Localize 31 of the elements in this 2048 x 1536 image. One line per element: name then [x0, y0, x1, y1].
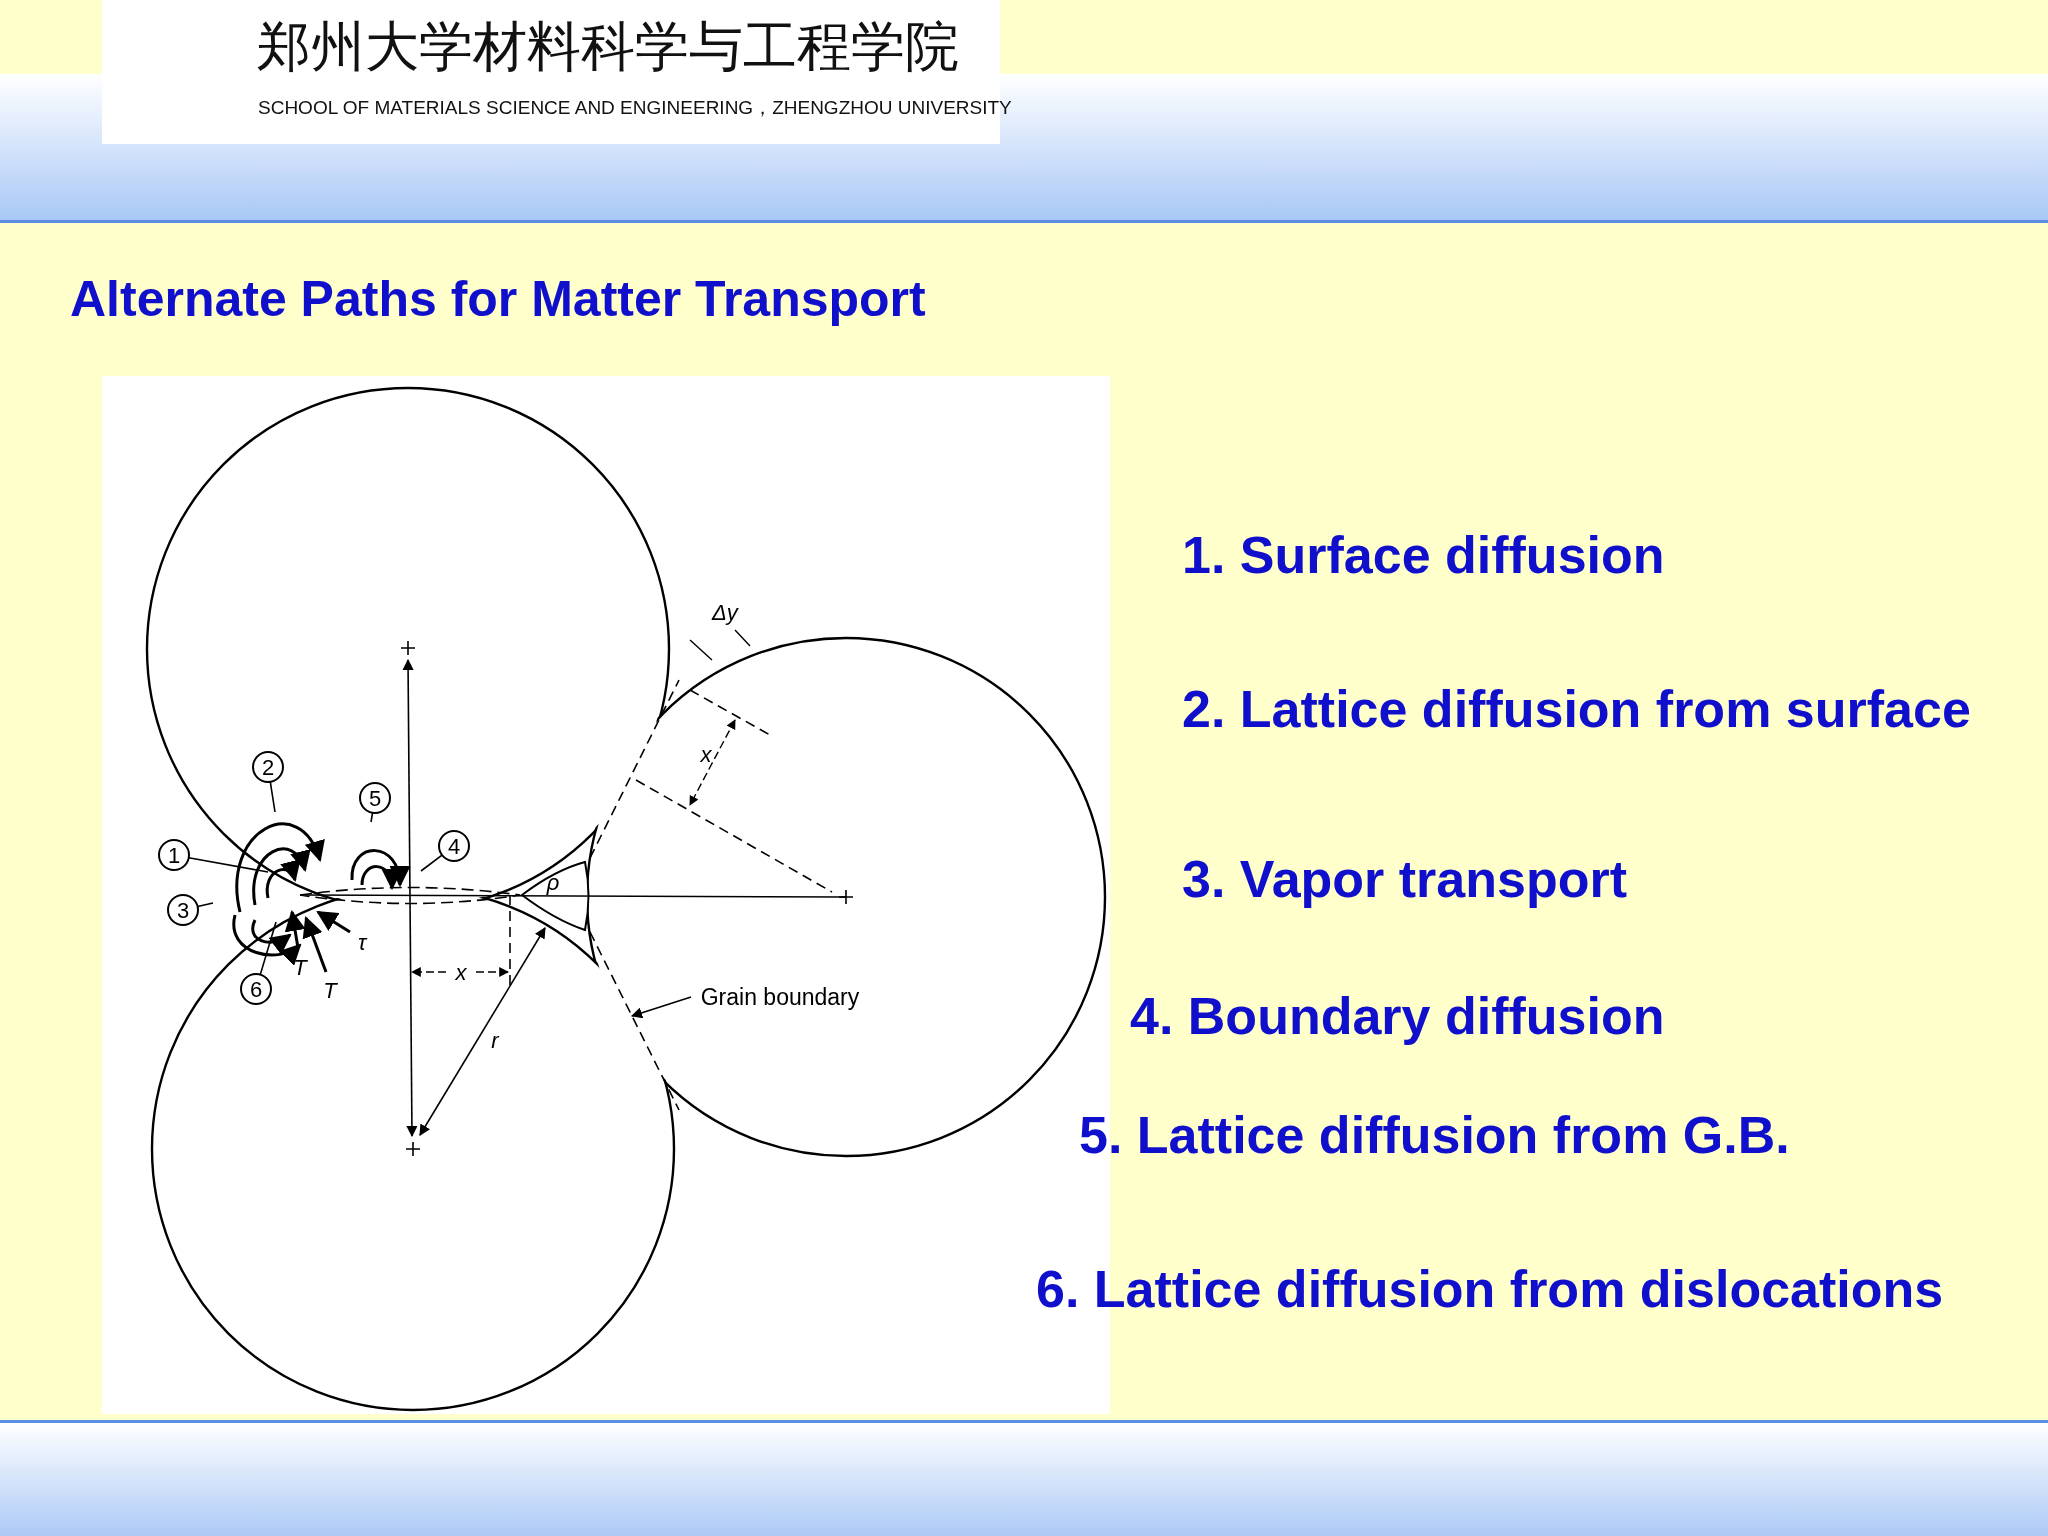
symbol-label: T — [293, 955, 307, 980]
callout-number: 3 — [167, 894, 199, 926]
callout-number: 2 — [252, 751, 284, 783]
header-subtitle: SCHOOL OF MATERIALS SCIENCE AND ENGINEERING，ZHENGZHOU UNIVERSITY — [258, 95, 1012, 120]
list-item: 2. Lattice diffusion from surface — [1182, 679, 1971, 739]
slide-title: Alternate Paths for Matter Transport — [70, 270, 926, 328]
leader-line — [187, 856, 269, 873]
symbol-label: Δy — [712, 600, 738, 625]
leader-line — [196, 902, 214, 908]
symbol-label: T — [323, 978, 337, 1003]
symbol-label: r — [491, 1028, 499, 1053]
header-title: 郑州大学材料科学与工程学院 — [257, 14, 959, 80]
callout-text: Grain boundary — [700, 984, 860, 1010]
callout-number: 6 — [240, 973, 272, 1005]
leader-line — [370, 812, 374, 823]
leader-line — [630, 996, 692, 1019]
list-item: 3. Vapor transport — [1182, 849, 1627, 909]
list-item: 6. Lattice diffusion from dislocations — [1036, 1259, 1944, 1319]
symbol-label: x — [455, 960, 467, 985]
symbol-label: ρ — [546, 870, 560, 895]
callout-number: 1 — [158, 839, 190, 871]
list-item: 1. Surface diffusion — [1182, 525, 1665, 585]
list-item: 5. Lattice diffusion from G.B. — [1079, 1105, 1790, 1165]
callout-number: 5 — [359, 782, 391, 814]
leader-line — [259, 921, 277, 976]
symbol-label: x — [700, 742, 712, 767]
leader-line — [269, 781, 276, 813]
leader-line — [420, 854, 443, 872]
callout-number: 4 — [438, 830, 470, 862]
symbol-label: τ — [357, 930, 367, 955]
list-item: 4. Boundary diffusion — [1130, 986, 1665, 1046]
